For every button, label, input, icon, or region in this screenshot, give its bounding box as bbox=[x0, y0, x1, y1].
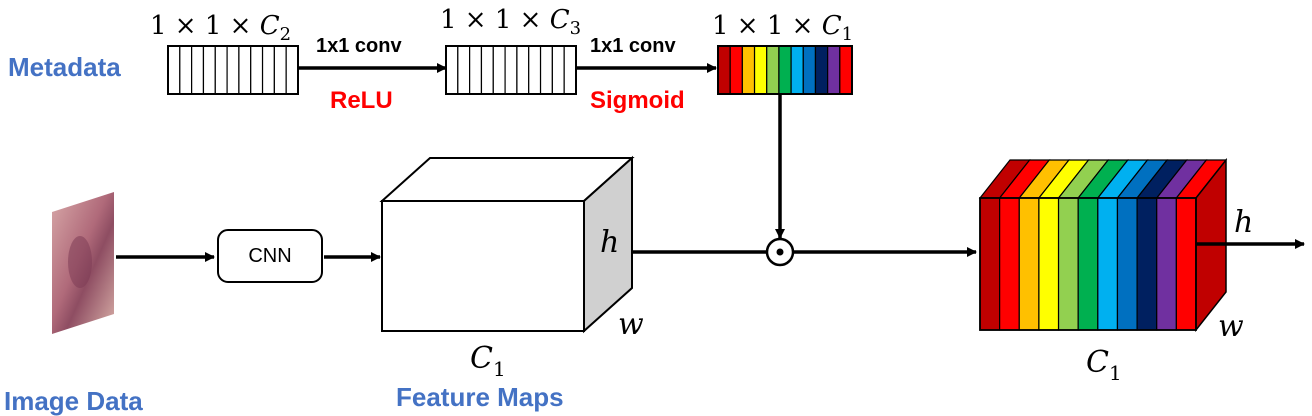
vector-cell bbox=[814, 45, 829, 95]
metadata-vector-c3 bbox=[445, 45, 577, 95]
vector-cell bbox=[179, 45, 193, 95]
sigmoid-label: Sigmoid bbox=[590, 87, 685, 114]
feature-w-label: w bbox=[618, 307, 644, 342]
vector-cell bbox=[214, 45, 228, 95]
metadata-label: Metadata bbox=[8, 52, 121, 82]
conv2-label: 1x1 conv bbox=[590, 35, 676, 57]
vector-cell bbox=[551, 45, 565, 95]
attention-weight-vector-c1 bbox=[717, 45, 853, 95]
vector-cell bbox=[729, 45, 743, 95]
vector-cell bbox=[516, 45, 530, 95]
output-channel-front bbox=[1077, 197, 1099, 331]
vector-cell bbox=[261, 45, 275, 95]
image-data-label: Image Data bbox=[4, 386, 143, 416]
feature-c-label: C1 bbox=[470, 341, 506, 381]
vec1-dim-label: 1 × 1 × C2 bbox=[150, 11, 291, 45]
metadata-vector-c2 bbox=[167, 45, 299, 95]
vector-cell bbox=[827, 45, 841, 95]
output-channel-front bbox=[1097, 197, 1119, 331]
vector-cell bbox=[226, 45, 240, 95]
output-w-label: w bbox=[1218, 309, 1244, 344]
vector-cell bbox=[492, 45, 506, 95]
vector-cell bbox=[445, 45, 459, 95]
skin-lesion-image-icon bbox=[52, 192, 114, 334]
vector-cell bbox=[790, 45, 804, 95]
vector-cell bbox=[539, 45, 553, 95]
vec3-dim-label: 1 × 1 × C1 bbox=[712, 11, 853, 45]
vector-cell bbox=[285, 45, 299, 95]
conv1-label: 1x1 conv bbox=[316, 35, 402, 57]
cnn-box: CNN bbox=[217, 229, 323, 283]
output-channel-front bbox=[1156, 197, 1177, 331]
vector-cell bbox=[802, 45, 817, 95]
vector-cell bbox=[480, 45, 494, 95]
vector-cell bbox=[250, 45, 264, 95]
output-channel-front bbox=[1038, 197, 1060, 331]
output-channel-front bbox=[999, 197, 1020, 331]
vector-cell bbox=[202, 45, 216, 95]
vector-cell bbox=[469, 45, 483, 95]
vector-cell bbox=[457, 45, 471, 95]
vector-cell bbox=[741, 45, 756, 95]
output-feature-cube bbox=[978, 157, 1228, 333]
output-channel-front bbox=[979, 197, 1001, 331]
vector-cell bbox=[778, 45, 792, 95]
output-c-label: C1 bbox=[1086, 345, 1122, 385]
output-channel-front bbox=[1018, 197, 1040, 331]
vector-cell bbox=[504, 45, 518, 95]
vector-cell bbox=[563, 45, 577, 95]
vector-cell bbox=[273, 45, 287, 95]
vector-cell bbox=[191, 45, 205, 95]
elementwise-product-icon bbox=[765, 237, 795, 267]
vector-cell bbox=[528, 45, 542, 95]
vector-cell bbox=[167, 45, 181, 95]
vector-cell bbox=[839, 45, 853, 95]
feature-map-cube bbox=[379, 155, 635, 334]
output-channel-front bbox=[1116, 197, 1138, 331]
output-h-label: h bbox=[1234, 205, 1253, 240]
vector-cell bbox=[717, 45, 731, 95]
output-channel-front bbox=[1057, 197, 1079, 331]
cnn-label: CNN bbox=[248, 245, 291, 267]
vector-cell bbox=[238, 45, 252, 95]
output-channel-front bbox=[1175, 197, 1197, 331]
vector-cell bbox=[766, 45, 780, 95]
relu-label: ReLU bbox=[330, 87, 393, 114]
output-channel-front bbox=[1136, 197, 1158, 331]
vector-cell bbox=[753, 45, 768, 95]
vec2-dim-label: 1 × 1 × C3 bbox=[440, 5, 581, 39]
feature-maps-label: Feature Maps bbox=[396, 382, 564, 412]
feature-h-label: h bbox=[600, 225, 619, 260]
